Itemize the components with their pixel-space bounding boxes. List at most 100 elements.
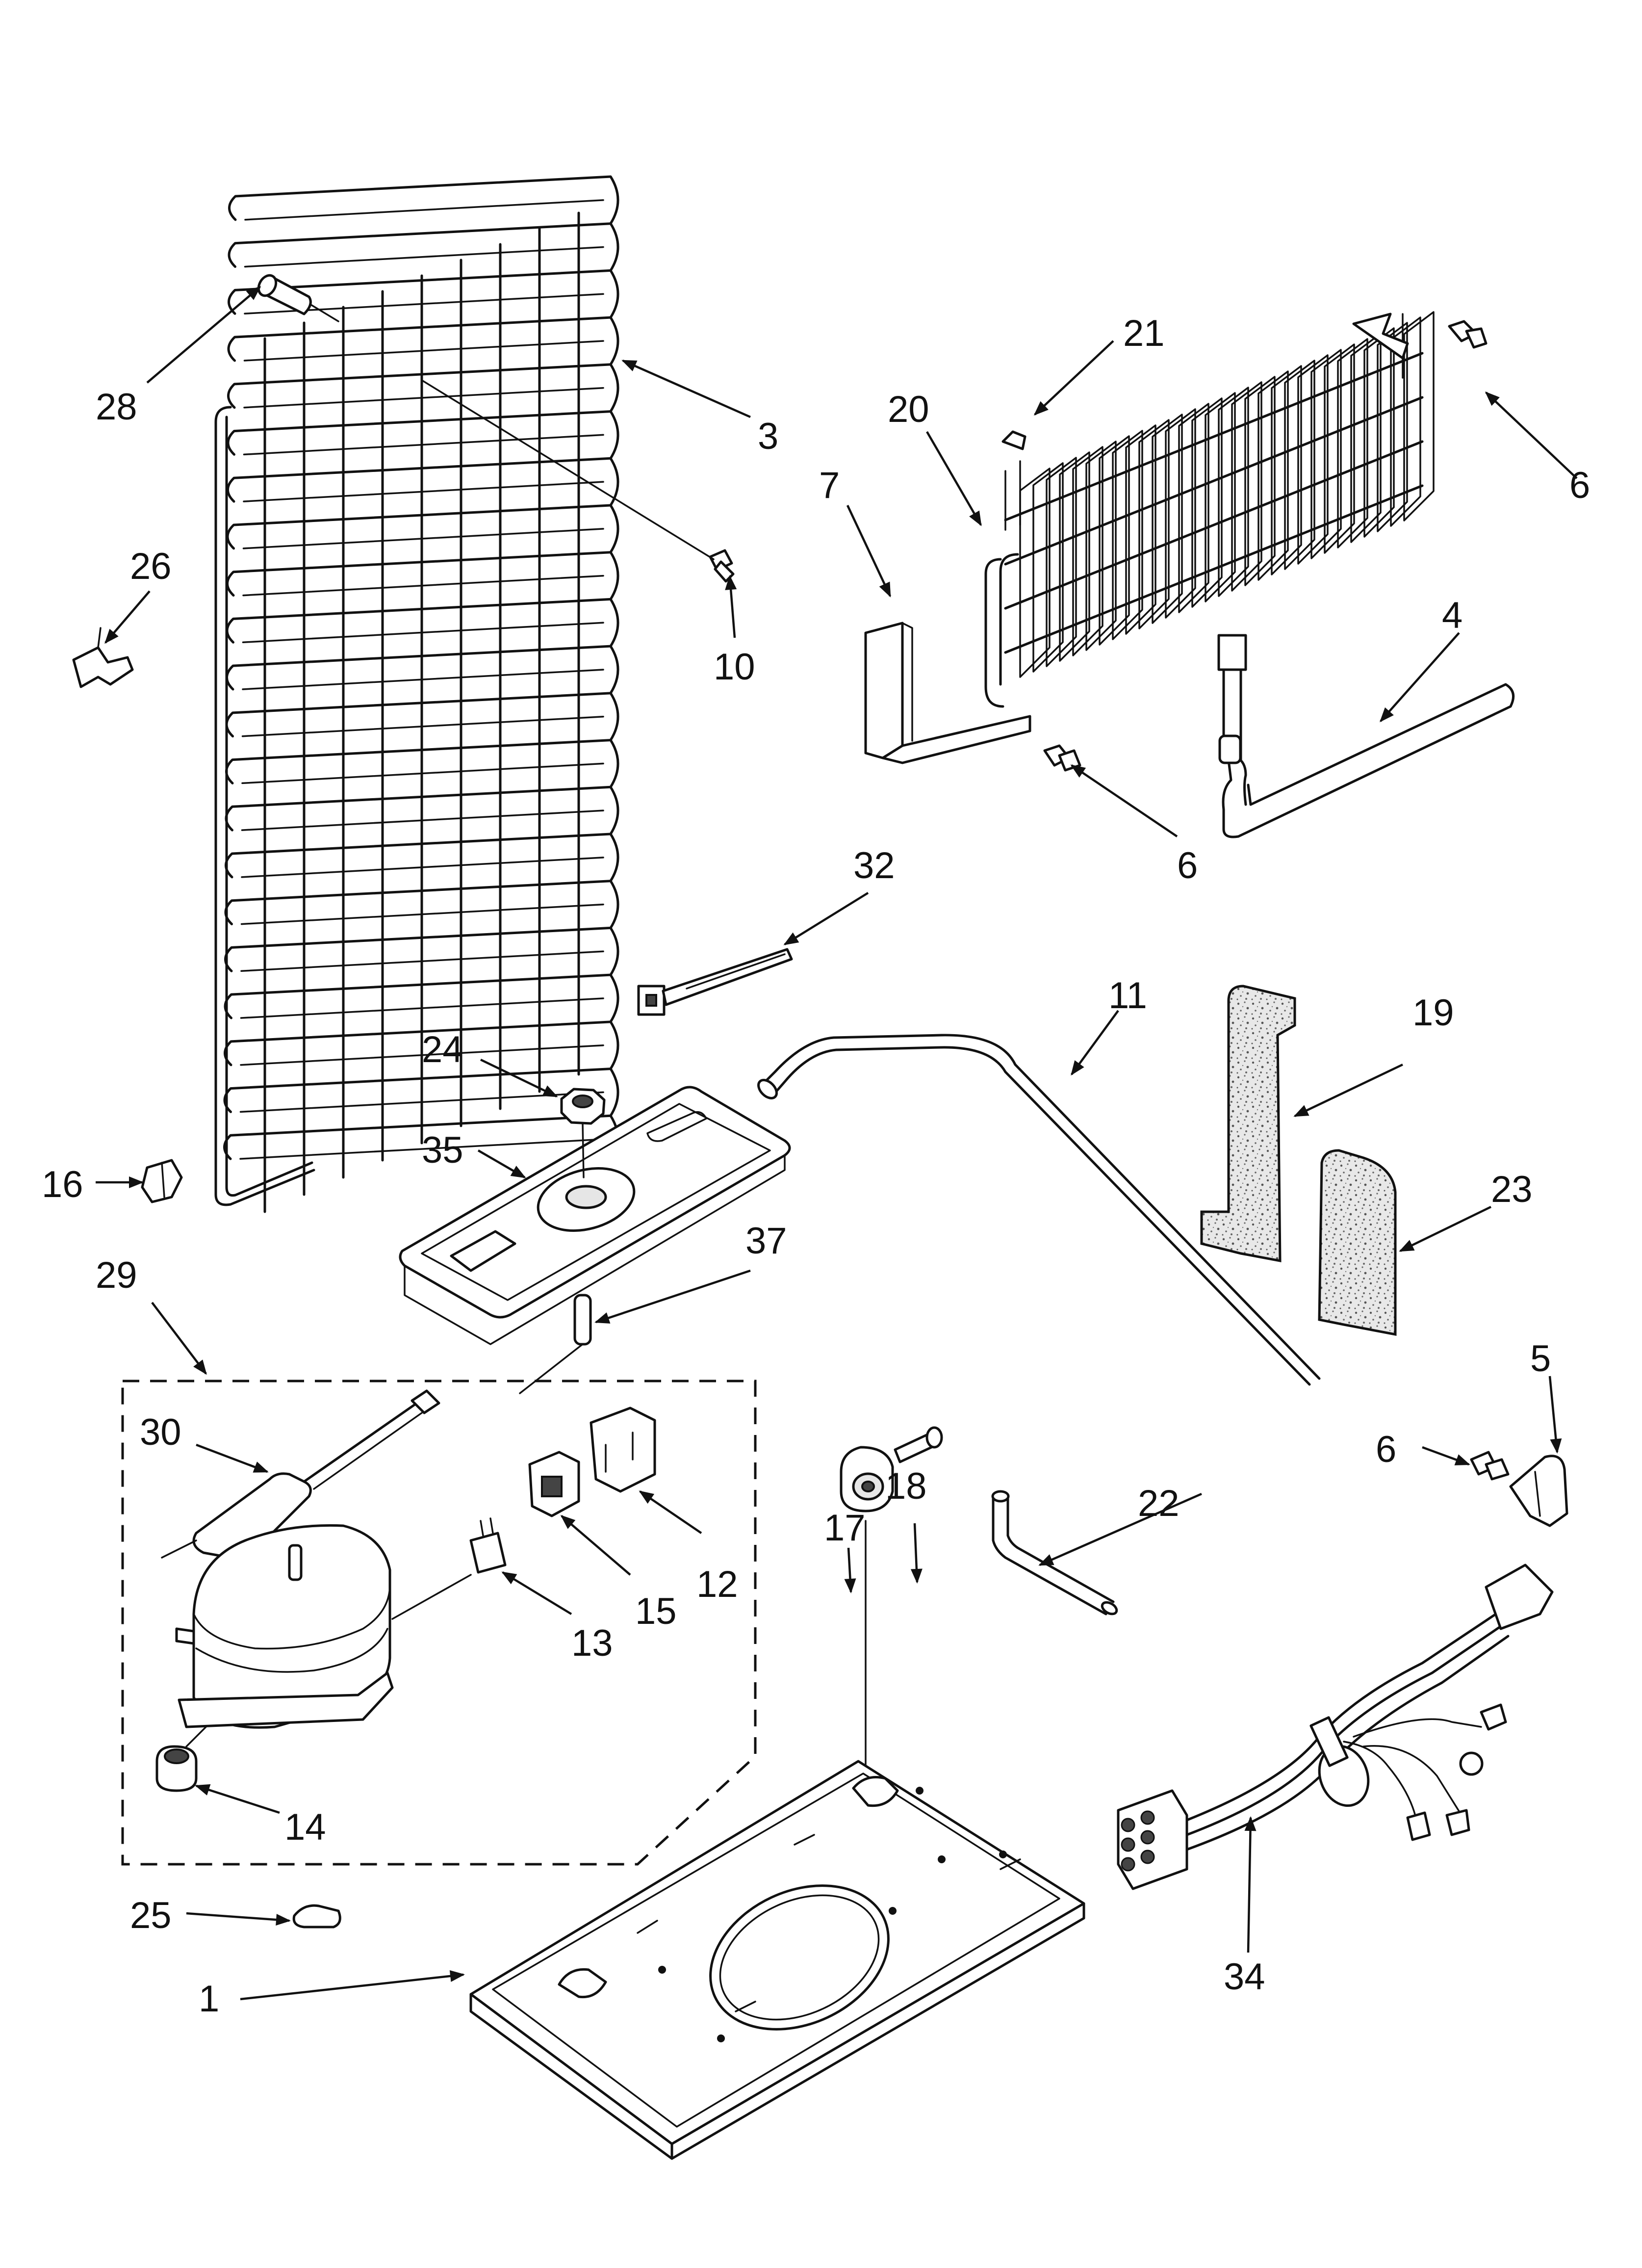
evaporator-fin bbox=[1152, 414, 1183, 624]
leader-18-visible bbox=[910, 1523, 923, 1584]
leader-37 bbox=[594, 1269, 751, 1324]
callout-32: 25 bbox=[130, 1895, 172, 1936]
condenser-loop bbox=[227, 316, 619, 366]
leader-26 bbox=[146, 286, 261, 384]
part-26-drier bbox=[257, 274, 339, 322]
evaporator-fin bbox=[1138, 419, 1170, 629]
part-14-grommet bbox=[155, 1745, 198, 1792]
leader-11 bbox=[1071, 1010, 1119, 1076]
compressor bbox=[175, 1524, 472, 1747]
part-13-terminal bbox=[469, 1517, 507, 1574]
leader-28 bbox=[151, 1302, 207, 1375]
evaporator-tube bbox=[1004, 440, 1424, 610]
condenser-loop bbox=[226, 504, 619, 554]
evaporator-fin bbox=[1165, 408, 1196, 619]
condenser-loop-inner bbox=[243, 481, 604, 502]
condenser-loop bbox=[227, 363, 619, 413]
part-11-drain-tube bbox=[757, 1034, 1321, 1386]
part-12-relay bbox=[590, 1407, 656, 1493]
callout-15: 15 bbox=[635, 1590, 677, 1632]
evaporator-tube bbox=[1004, 352, 1424, 521]
part-5-clip bbox=[1509, 1455, 1568, 1527]
condenser-loop bbox=[228, 222, 619, 272]
callout-19: 19 bbox=[1412, 992, 1454, 1034]
condenser-loop bbox=[224, 1020, 619, 1070]
part-32-clip bbox=[292, 1904, 341, 1929]
evaporator-fin bbox=[1363, 327, 1395, 538]
callout-34: 34 bbox=[1224, 1956, 1265, 1998]
evaporator-tube bbox=[1004, 484, 1424, 654]
evaporator-fin bbox=[1297, 354, 1329, 565]
condenser-loop bbox=[228, 269, 619, 319]
leader-14 bbox=[195, 1784, 280, 1814]
leader-1 bbox=[240, 1970, 465, 2001]
condenser-loop bbox=[227, 410, 619, 460]
leader-22 bbox=[1038, 1492, 1202, 1566]
callout-29: 30 bbox=[140, 1411, 181, 1453]
evaporator-fin bbox=[1244, 376, 1276, 586]
leader-12 bbox=[639, 1490, 702, 1534]
evaporator-fin bbox=[1271, 365, 1302, 575]
part-1-base bbox=[469, 1760, 1085, 2160]
condenser-loop-inner bbox=[244, 199, 604, 221]
condenser-loop bbox=[227, 457, 619, 507]
condenser-loop-inner bbox=[239, 1138, 604, 1160]
evaporator-fin bbox=[1205, 392, 1236, 602]
evaporator-fin bbox=[1350, 333, 1382, 543]
evaporator-fin bbox=[1284, 360, 1315, 570]
callout-17: 17 bbox=[824, 1507, 866, 1549]
condenser-loop-inner bbox=[243, 387, 604, 409]
callout-labels: 28 3 10 26 16 7 20 21 6 6 4 32 11 19 23 … bbox=[42, 313, 1590, 2020]
leader-7 bbox=[846, 505, 892, 598]
evaporator-fin bbox=[1191, 397, 1223, 608]
part-35-drain-pan bbox=[399, 1086, 791, 1345]
callout-4: 4 bbox=[1442, 595, 1462, 636]
evaporator-fin bbox=[1337, 338, 1368, 548]
leader-6-top bbox=[1485, 391, 1578, 479]
evaporator-fin bbox=[1324, 343, 1355, 554]
part-16-clip bbox=[141, 1159, 183, 1203]
condenser-loop-inner bbox=[244, 246, 604, 268]
part-24-nut bbox=[560, 1088, 606, 1178]
evaporator-fin bbox=[1178, 403, 1209, 613]
callout-24: 24 bbox=[422, 1029, 463, 1070]
part-18-pin bbox=[894, 1426, 943, 1463]
part-28-compressor-assembly bbox=[121, 1380, 757, 1866]
evaporator-fin bbox=[1059, 451, 1090, 662]
callout-11: 11 bbox=[1108, 975, 1147, 1017]
condenser-loop-inner bbox=[242, 574, 604, 597]
callout-1: 1 bbox=[199, 1978, 219, 2020]
callout-5: 5 bbox=[1530, 1338, 1551, 1380]
evaporator-fin bbox=[1072, 446, 1103, 656]
callout-23: 23 bbox=[1491, 1169, 1533, 1210]
callout-21: 21 bbox=[1123, 313, 1165, 354]
evaporator-fin bbox=[1046, 457, 1077, 667]
evaporator-fin bbox=[1112, 430, 1143, 640]
callout-30: 32 bbox=[853, 845, 895, 886]
part-22-tube bbox=[991, 1490, 1118, 1616]
condenser-coil bbox=[214, 175, 619, 1213]
condenser-loop bbox=[223, 1068, 619, 1117]
callout-20: 20 bbox=[888, 389, 929, 430]
evaporator-fin bbox=[1032, 462, 1064, 673]
leader-17-arrowhead bbox=[844, 1547, 856, 1593]
condenser-loop-inner bbox=[243, 434, 604, 456]
leader-19 bbox=[1293, 1063, 1403, 1118]
part-19-foam-block bbox=[1200, 985, 1296, 1263]
leader-24 bbox=[480, 1058, 558, 1098]
callout-13: 13 bbox=[571, 1622, 613, 1664]
part-4-defrost-heater bbox=[1217, 634, 1515, 838]
part-6-screw-top bbox=[1448, 320, 1488, 349]
callout-12: 12 bbox=[696, 1564, 738, 1605]
leader-23 bbox=[1399, 1205, 1491, 1252]
leader-21 bbox=[1033, 340, 1114, 416]
evaporator-fin bbox=[1310, 349, 1342, 559]
part-34-wire-harness bbox=[1117, 1564, 1554, 1890]
evaporator-tube bbox=[1004, 396, 1424, 566]
evaporator-fin bbox=[1257, 370, 1289, 581]
callout-7: 7 bbox=[819, 465, 840, 506]
evaporator-fin bbox=[1377, 322, 1408, 532]
leader-6-evaporator bbox=[1070, 764, 1178, 837]
leader-29 bbox=[196, 1443, 269, 1473]
condenser-loop-inner bbox=[243, 340, 604, 362]
